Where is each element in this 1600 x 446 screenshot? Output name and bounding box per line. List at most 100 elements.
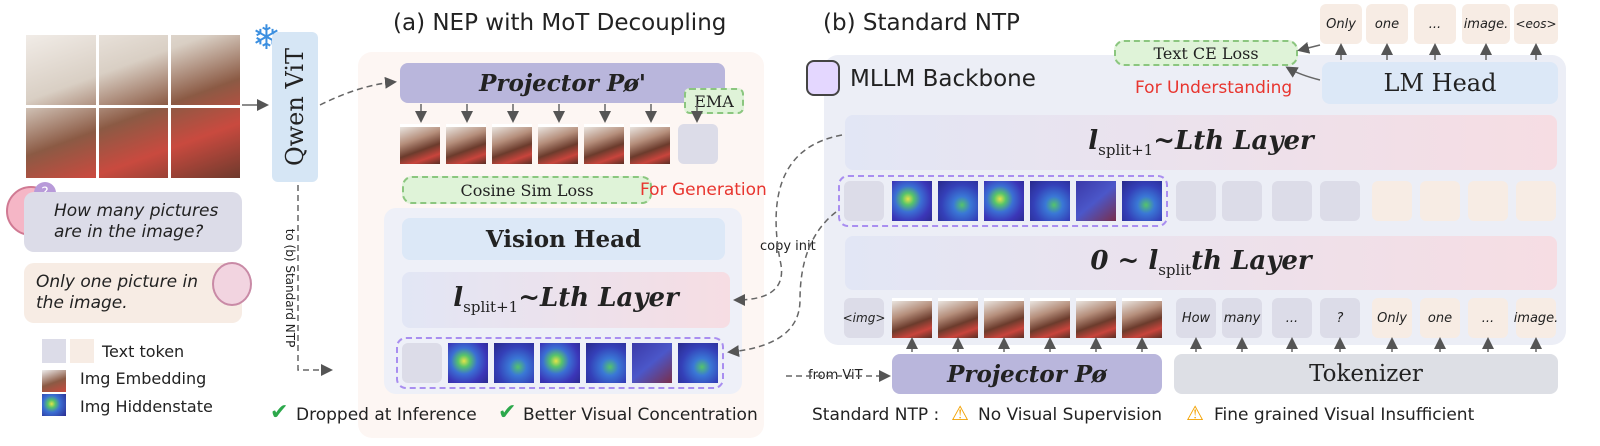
b-hidden-ans-2 [1420, 181, 1460, 221]
legend-text-token-label: Text token [102, 342, 185, 361]
arrow-lmhead-to-loss [1285, 66, 1321, 81]
b-lower-layer-sub: split [1158, 261, 1192, 280]
cosine-loss-box: Cosine Sim Loss [402, 176, 652, 204]
b-lower-layer-a: 0 ~ l [1090, 246, 1159, 277]
answer-text: Only one picture in the image. [36, 272, 199, 313]
input-token-many: many [1222, 298, 1262, 338]
image-grid [26, 35, 240, 178]
b-hidden-text-3 [1272, 181, 1312, 221]
arrow-vit-to-projector [319, 76, 397, 106]
ema-label: EMA [694, 91, 734, 111]
warning-icon-1: ⚠ [951, 401, 969, 425]
b-upper-layer-box: lsplit+1~Lth Layer [845, 115, 1557, 170]
input-token-how: How [1176, 298, 1216, 338]
question-text: How many pictures are in the image? [54, 201, 219, 242]
input-emb-6 [1122, 298, 1162, 338]
a-hidden-6 [678, 343, 718, 383]
b-hidden-text-2 [1222, 181, 1262, 221]
output-token-1: Only [1320, 4, 1362, 44]
legend-img-embedding [42, 367, 66, 392]
legend-img-hidden-label: Img Hiddenstate [80, 397, 213, 416]
cosine-loss-label: Cosine Sim Loss [460, 180, 594, 200]
b-hidden-3 [984, 181, 1024, 221]
a-hidden-empty [402, 343, 442, 383]
a-hidden-4 [586, 343, 626, 383]
input-emb-2 [938, 298, 978, 338]
b-hidden-1 [892, 181, 932, 221]
a-hidden-3 [540, 343, 580, 383]
a-hidden-5 [632, 343, 672, 383]
output-token-3: ... [1414, 4, 1456, 44]
target-emb-4 [538, 124, 578, 164]
legend-img-embedding-label: Img Embedding [80, 369, 207, 388]
lm-head-label: LM Head [1383, 69, 1497, 97]
warning-text-1: No Visual Supervision [978, 405, 1163, 425]
b-hidden-2 [938, 181, 978, 221]
arrow-to-a-hidden [727, 211, 837, 358]
target-emb-2 [446, 124, 486, 164]
a-layer-suffix: ~Lth Layer [518, 283, 679, 314]
ntp-note: Standard NTP : [812, 405, 940, 425]
panel-a-title: (a) NEP with MoT Decoupling [393, 10, 727, 36]
projector-prime-box: Projector Pø' [400, 63, 725, 103]
input-emb-4 [1030, 298, 1070, 338]
b-upper-layer-sub: split+1 [1098, 141, 1154, 160]
projector-box: Projector Pø [892, 354, 1162, 394]
text-ce-loss-label: Text CE Loss [1153, 43, 1259, 63]
a-layer-sub: split+1 [463, 298, 519, 317]
check-icon-1: ✔ [270, 400, 289, 425]
b-hidden-6 [1122, 181, 1162, 221]
target-emb-5 [584, 124, 624, 164]
input-token-img: <img> [843, 298, 885, 338]
projector-label: Projector Pø [947, 360, 1107, 388]
target-emb-1 [400, 124, 440, 164]
tokenizer-label: Tokenizer [1309, 361, 1423, 387]
b-hidden-ans-3 [1468, 181, 1508, 221]
assistant-avatar-icon [212, 262, 252, 306]
legend-text-token [42, 339, 66, 363]
warning-text-2: Fine grained Visual Insufficient [1214, 405, 1475, 425]
b-hidden-text-4 [1320, 181, 1360, 221]
backbone-label: MLLM Backbone [850, 66, 1036, 92]
input-emb-3 [984, 298, 1024, 338]
a-hidden-2 [494, 343, 534, 383]
text-ce-loss-box: Text CE Loss [1114, 40, 1298, 66]
output-token-5: <eos> [1514, 4, 1558, 44]
target-emb-3 [492, 124, 532, 164]
warning-icon-2: ⚠ [1186, 401, 1204, 425]
question-bubble: How many pictures are in the image? [24, 192, 242, 252]
panel-b-title: (b) Standard NTP [823, 10, 1020, 36]
input-token-ellipsis-2: ... [1468, 298, 1508, 338]
tokenizer-box: Tokenizer [1174, 354, 1558, 394]
qwen-vit-box: Qwen ViT [272, 32, 318, 182]
a-footer-1: Dropped at Inference [296, 405, 477, 425]
b-hidden-text-1 [1176, 181, 1216, 221]
b-hidden-ans-4 [1516, 181, 1556, 221]
input-token-only: Only [1372, 298, 1412, 338]
for-generation-label: For Generation [640, 180, 767, 200]
from-vit-label: from ViT [808, 368, 863, 383]
input-emb-5 [1076, 298, 1116, 338]
input-emb-1 [892, 298, 932, 338]
b-upper-layer-l: l [1088, 125, 1099, 156]
input-token-one: one [1420, 298, 1460, 338]
ema-badge: EMA [684, 88, 744, 114]
input-token-question: ? [1320, 298, 1360, 338]
a-layer-l: l [453, 283, 464, 314]
a-layer-box: lsplit+1~Lth Layer [402, 272, 730, 328]
arrow-loss-from-tokens [1297, 41, 1321, 54]
for-understanding-label: For Understanding [1135, 78, 1293, 98]
b-upper-layer-suffix: ~Lth Layer [1153, 125, 1314, 156]
a-footer-2: Better Visual Concentration [523, 405, 758, 425]
output-token-4: image. [1462, 4, 1510, 44]
input-token-image: image. [1514, 298, 1558, 338]
arrow-copy-init [733, 134, 843, 306]
b-hidden-5 [1076, 181, 1116, 221]
input-token-ellipsis: ... [1272, 298, 1312, 338]
a-hidden-group [396, 337, 724, 389]
b-hidden-ans-1 [1372, 181, 1412, 221]
vision-head-box: Vision Head [402, 218, 725, 260]
vision-head-label: Vision Head [485, 225, 642, 253]
b-hidden-group [838, 175, 1168, 227]
